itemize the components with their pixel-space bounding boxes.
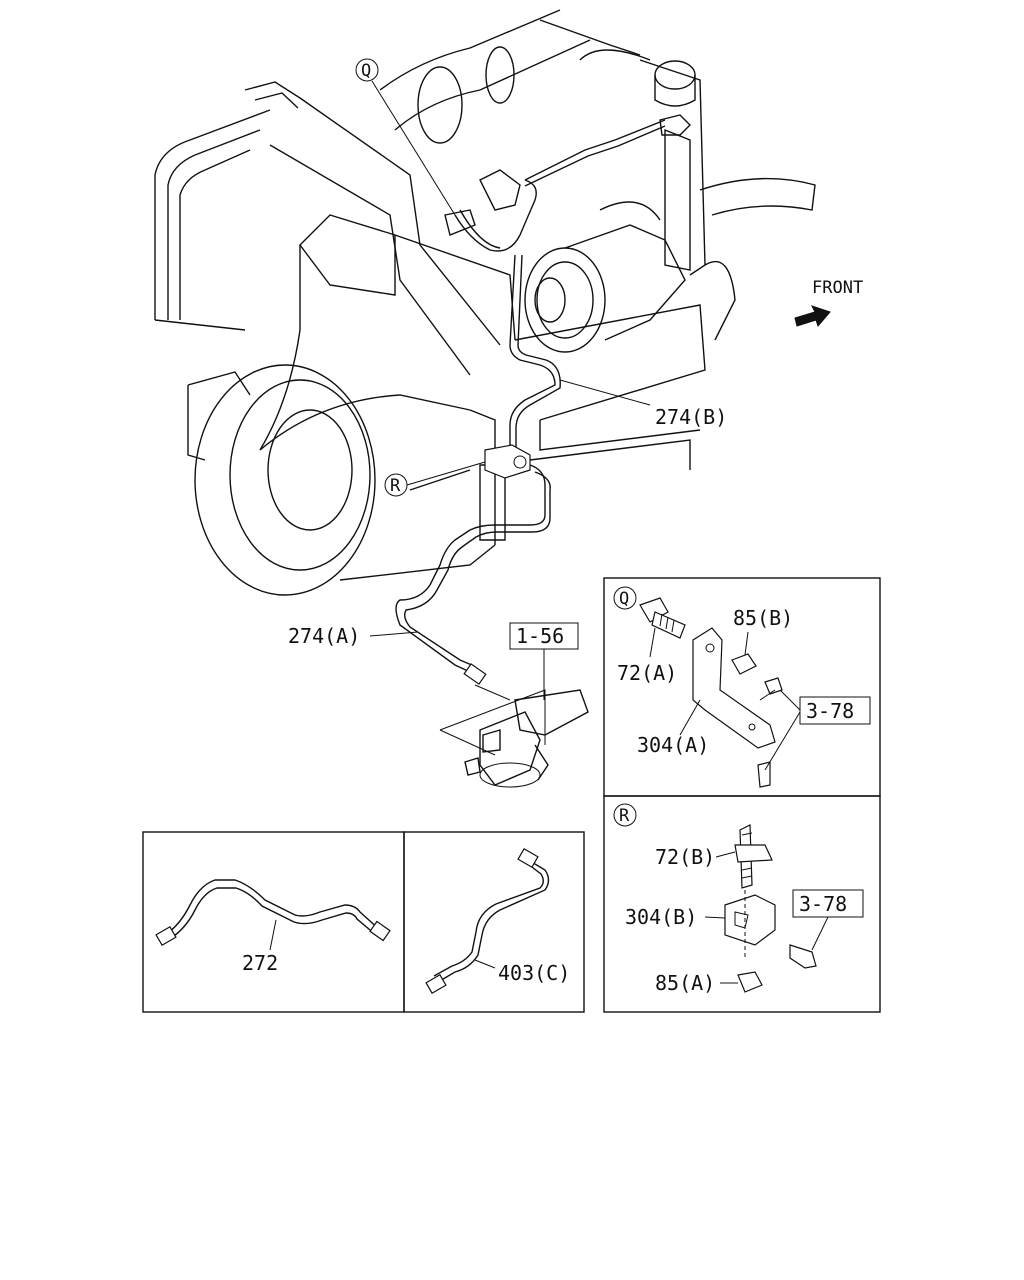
svg-text:274(A): 274(A) xyxy=(288,624,360,648)
callout-274b: 274(B) xyxy=(559,379,727,429)
callout-274a: 274(A) xyxy=(288,624,419,648)
front-arrow-icon xyxy=(794,305,831,327)
fitting-72a xyxy=(639,597,686,639)
engine-assembly xyxy=(154,9,816,596)
svg-text:R: R xyxy=(390,476,401,496)
svg-text:R: R xyxy=(619,806,630,826)
valve-assembly xyxy=(439,684,589,788)
detail-panel-q: Q 72(A) 85(B) 304(A) 3-78 xyxy=(603,577,881,797)
ref-box-1-56: 1-56 xyxy=(509,622,579,700)
svg-text:272: 272 xyxy=(242,951,278,975)
svg-text:1-56: 1-56 xyxy=(516,624,564,648)
detail-panel-272: 272 xyxy=(142,831,405,1013)
svg-text:Q: Q xyxy=(361,61,371,81)
svg-text:304(A): 304(A) xyxy=(637,733,709,757)
svg-text:304(B): 304(B) xyxy=(625,905,697,929)
oil-pipe-274b xyxy=(444,114,691,455)
svg-text:72(B): 72(B) xyxy=(655,845,715,869)
front-indicator: FRONT xyxy=(794,278,863,327)
oil-pipe-274a xyxy=(395,464,551,685)
svg-text:274(B): 274(B) xyxy=(655,405,727,429)
callout-r: R xyxy=(384,461,486,497)
detail-panel-r: R 72(B) 304(B) 85(A) 3-78 xyxy=(603,795,881,1013)
svg-text:85(B): 85(B) xyxy=(733,606,793,630)
svg-text:403(C): 403(C) xyxy=(498,961,570,985)
callout-q: Q xyxy=(355,58,456,216)
fitting-72b xyxy=(734,824,773,889)
svg-text:72(A): 72(A) xyxy=(617,661,677,685)
front-label: FRONT xyxy=(812,278,863,298)
svg-text:3-78: 3-78 xyxy=(799,892,847,916)
detail-panel-403c: 403(C) xyxy=(403,831,585,1013)
tee-fitting-r xyxy=(484,444,531,479)
svg-text:85(A): 85(A) xyxy=(655,971,715,995)
svg-text:Q: Q xyxy=(619,589,629,609)
svg-text:3-78: 3-78 xyxy=(806,699,854,723)
